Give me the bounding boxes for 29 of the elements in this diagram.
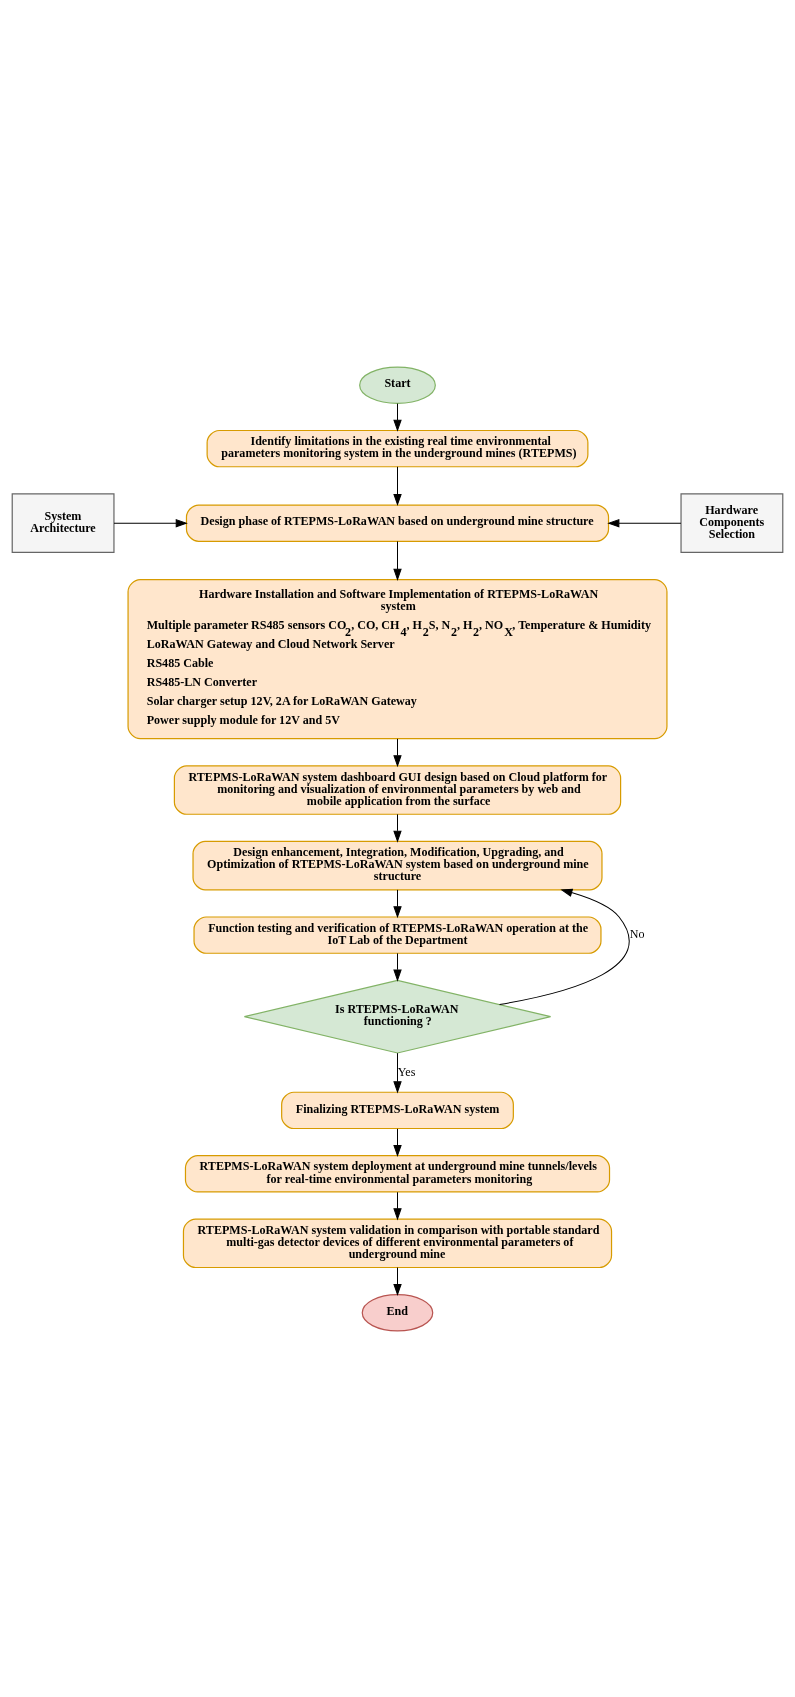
edge-label: Yes (397, 1064, 416, 1079)
node-box: Hardware Components Selection (680, 492, 784, 553)
arrow (393, 540, 402, 581)
node-box: Design phase of RTEPMS-LoRaWAN based on underground mine structure (185, 503, 610, 542)
node-box: Finalizing RTEPMS-LoRaWAN system (281, 1091, 514, 1129)
arrow (393, 813, 402, 843)
arrow (393, 402, 402, 432)
arrow (393, 952, 402, 982)
node-diamond: Is RTEPMS-LoRaWAN functioning ? (243, 979, 552, 1054)
arrow (393, 465, 402, 506)
arrow (499, 888, 630, 1005)
arrow (393, 1266, 402, 1296)
arrow (393, 1191, 402, 1220)
arrow (393, 1052, 402, 1093)
node-box: System Architecture (11, 492, 115, 553)
arrow (393, 888, 402, 918)
node-box: Function testing and verification of RTEPMS-LoRaWAN operation at the IoT Lab of the Department (193, 915, 602, 954)
node-box: RTEPMS-LoRaWAN system deployment at underground mine tunnels/levels for real-time environmental parameters monitoring (184, 1154, 611, 1193)
arrow (393, 1127, 402, 1157)
node-box: RTEPMS-LoRaWAN system dashboard GUI design based on Cloud platform for monitoring and visualization of environmental parameters by web and mobile application from the surface (173, 764, 622, 815)
node-box: RTEPMS-LoRaWAN system validation in comparison with portable standard multi-gas detector devices of different environmental parameters of underground mine (182, 1218, 613, 1268)
arrow (393, 737, 402, 767)
node-ellipse: Start (359, 365, 436, 404)
node-box: Design enhancement, Integration, Modification, Upgrading, and Optimization of RTEPMS-LoRaWAN system based on underground mine structure (192, 840, 603, 890)
node-ellipse: End (361, 1293, 434, 1332)
arrow (113, 518, 188, 527)
node-box: Identify limitations in the existing real time environmental parameters monitoring system in the underground mines (RTEPMS) (206, 429, 589, 467)
arrow (607, 518, 682, 527)
edge-label: No (629, 926, 645, 941)
